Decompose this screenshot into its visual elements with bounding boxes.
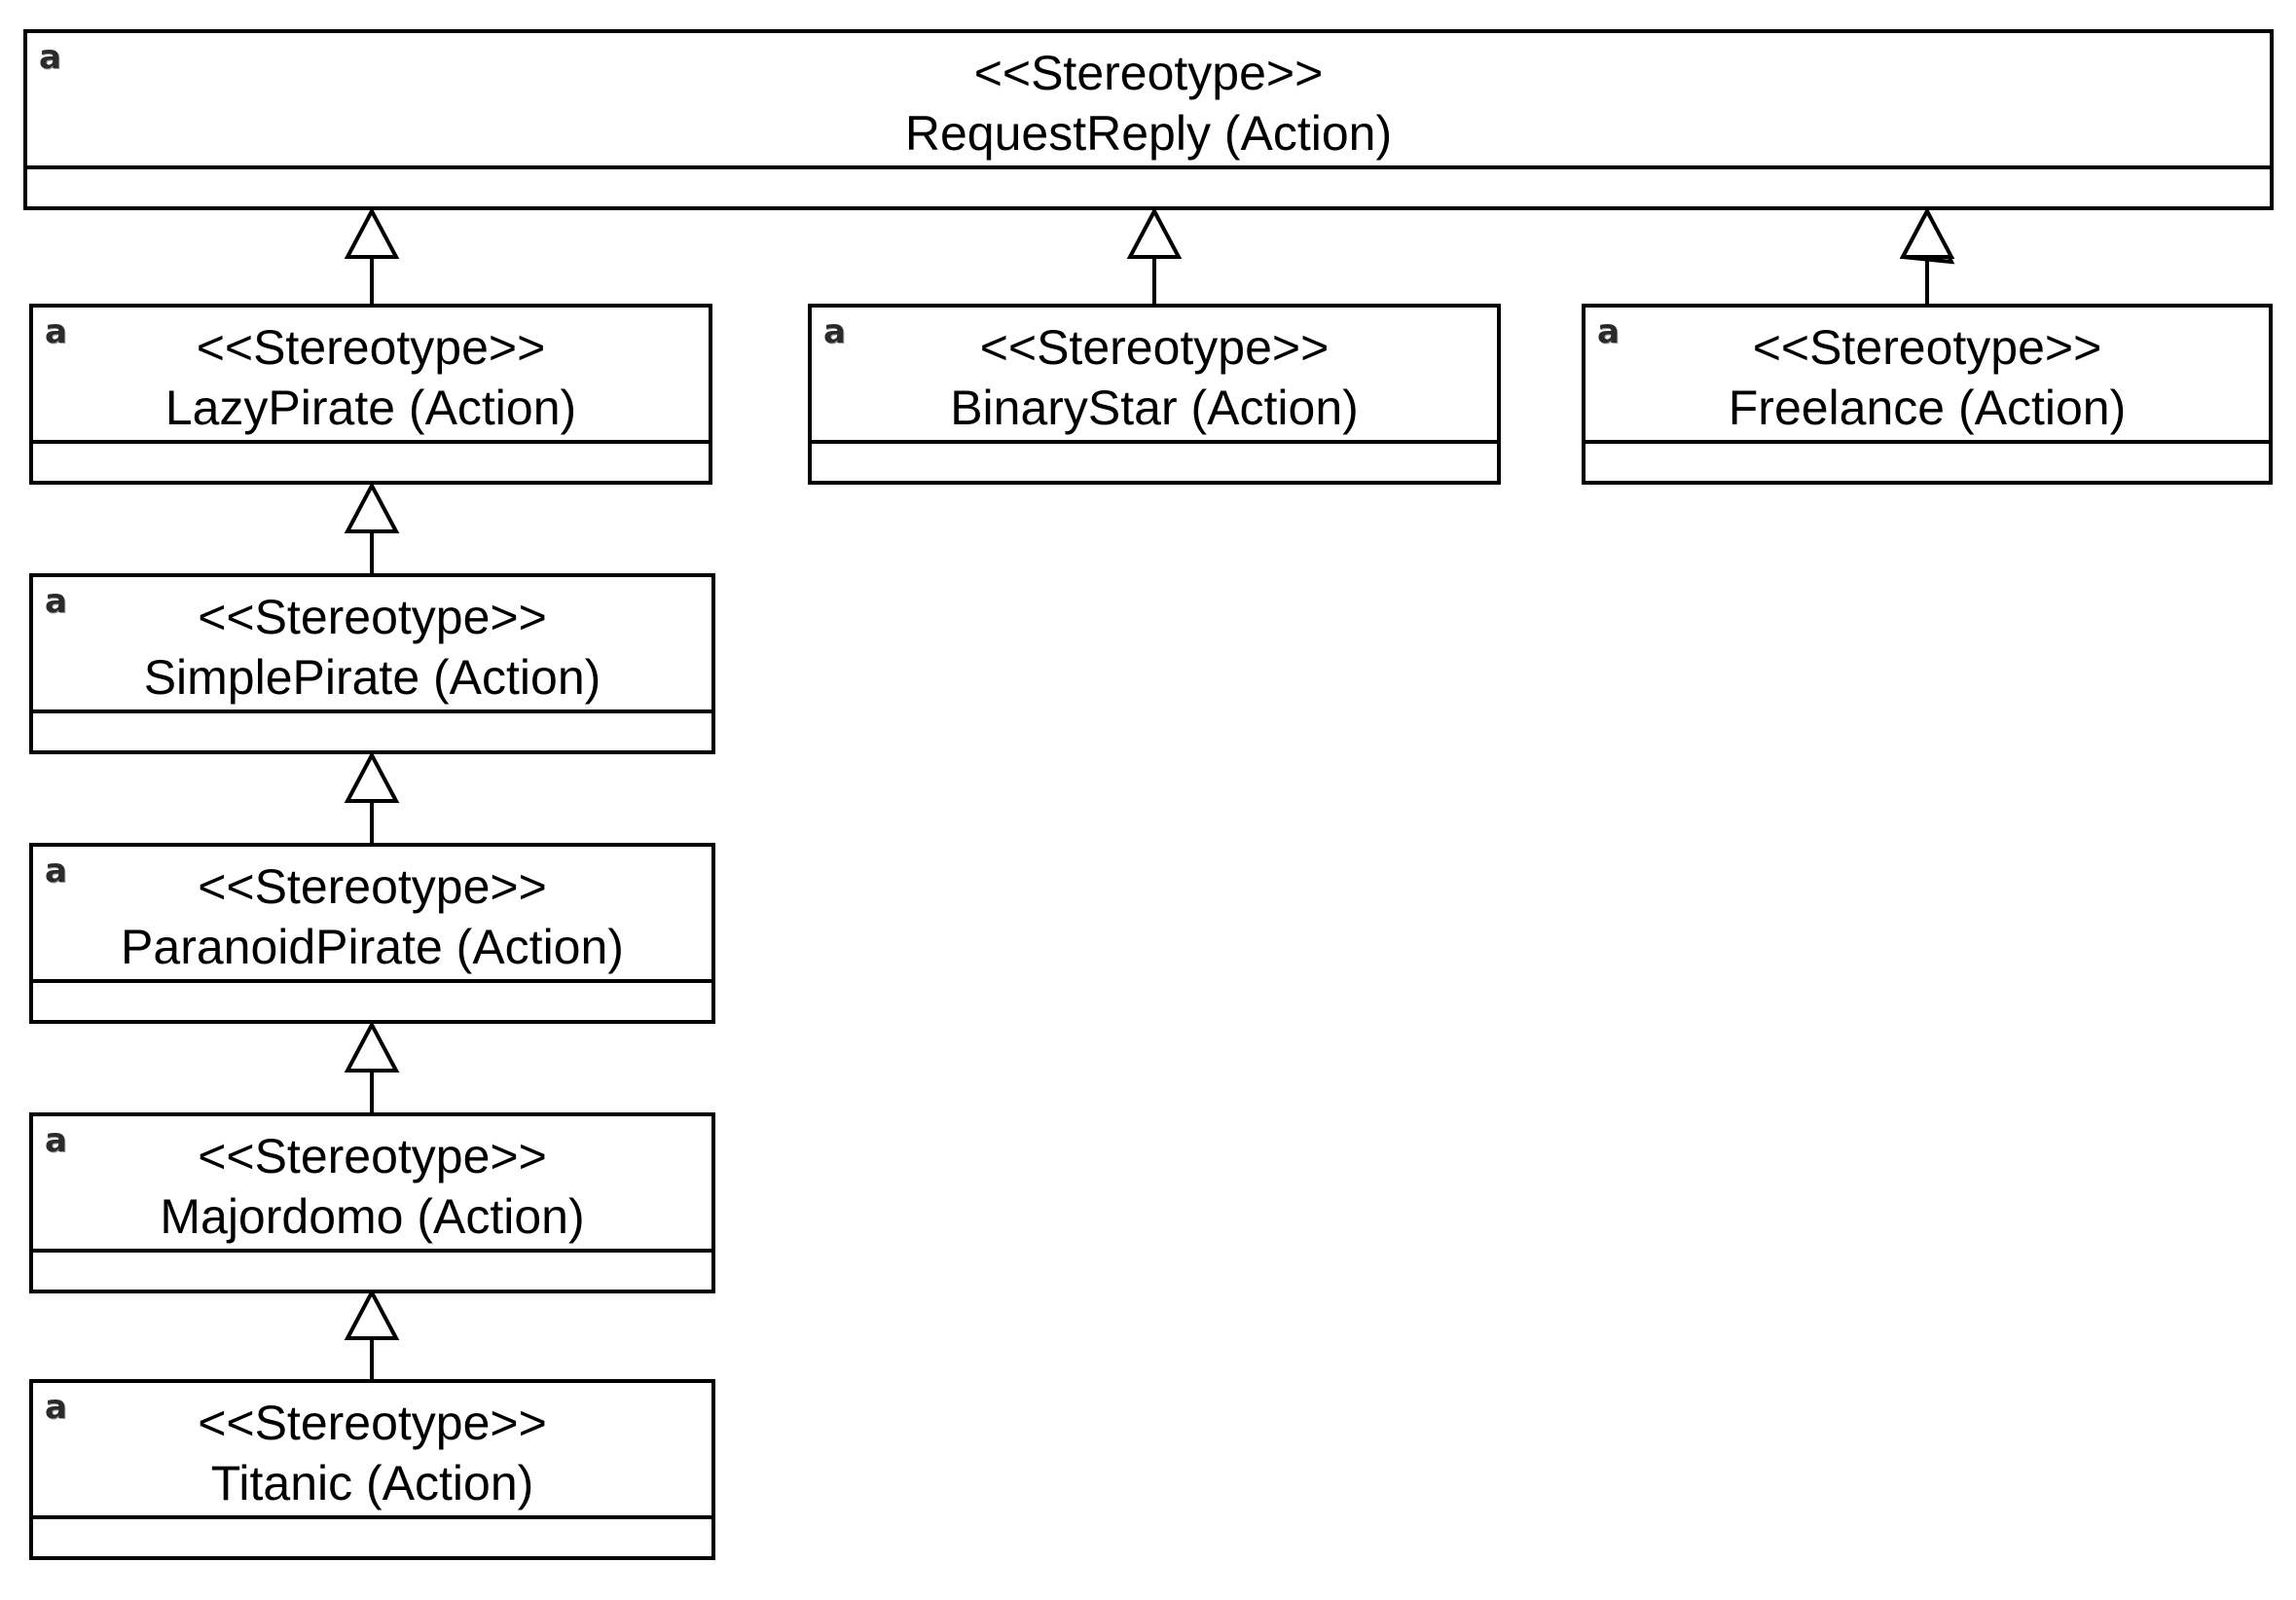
attributes-compartment [33,1519,711,1556]
class-box-simplepirate: a <<Stereotype>> SimplePirate (Action) [29,573,715,754]
class-name: Titanic (Action) [210,1456,534,1510]
generalization-arrow-majordomo-to-paranoidpirate [343,1022,401,1116]
class-box-titanic: a <<Stereotype>> Titanic (Action) [29,1379,715,1560]
generalization-arrow-simplepirate-to-lazypirate [343,483,401,577]
class-box-majordomo: a <<Stereotype>> Majordomo (Action) [29,1112,715,1293]
class-name: Freelance (Action) [1728,381,2127,435]
class-name: RequestReply (Action) [904,106,1393,161]
stereotype-label: <<Stereotype>> [979,320,1330,375]
class-name: ParanoidPirate (Action) [121,920,624,974]
class-a-icon: a [45,312,67,351]
stereotype-label: <<Stereotype>> [198,1396,547,1450]
class-a-icon: a [45,1388,67,1427]
attributes-compartment [812,444,1497,481]
title-compartment: a <<Stereotype>> SimplePirate (Action) [33,577,711,713]
attributes-compartment [1585,444,2269,481]
class-a-icon: a [39,38,61,77]
generalization-arrow-titanic-to-majordomo [343,1290,401,1383]
class-box-freelance: a <<Stereotype>> Freelance (Action) [1582,304,2273,485]
stereotype-label: <<Stereotype>> [198,1129,547,1183]
title-compartment: a <<Stereotype>> RequestReply (Action) [27,33,2270,169]
attributes-compartment [33,983,711,1020]
attributes-compartment [33,444,709,481]
class-a-icon: a [1597,312,1620,351]
class-box-requestreply: a <<Stereotype>> RequestReply (Action) [23,29,2274,210]
attributes-compartment [33,713,711,750]
title-compartment: a <<Stereotype>> LazyPirate (Action) [33,308,709,444]
class-box-paranoidpirate: a <<Stereotype>> ParanoidPirate (Action) [29,843,715,1024]
title-compartment: a <<Stereotype>> Freelance (Action) [1585,308,2269,444]
class-box-binarystar: a <<Stereotype>> BinaryStar (Action) [808,304,1501,485]
class-a-icon: a [45,582,67,621]
generalization-arrow-binarystar-to-requestreply [1125,208,1184,308]
class-name: Majordomo (Action) [160,1189,585,1244]
title-compartment: a <<Stereotype>> Titanic (Action) [33,1383,711,1519]
class-name: LazyPirate (Action) [164,381,577,435]
generalization-arrow-freelance-to-requestreply [1898,208,1956,308]
class-name: BinaryStar (Action) [950,381,1359,435]
title-compartment: a <<Stereotype>> Majordomo (Action) [33,1116,711,1253]
class-name: SimplePirate (Action) [143,650,601,705]
title-compartment: a <<Stereotype>> ParanoidPirate (Action) [33,847,711,983]
class-box-lazypirate: a <<Stereotype>> LazyPirate (Action) [29,304,712,485]
generalization-arrow-paranoidpirate-to-simplepirate [343,752,401,847]
stereotype-label: <<Stereotype>> [196,320,546,375]
class-a-icon: a [823,312,846,351]
attributes-compartment [33,1253,711,1290]
stereotype-label: <<Stereotype>> [1752,320,2102,375]
attributes-compartment [27,169,2270,206]
stereotype-label: <<Stereotype>> [198,590,547,644]
generalization-arrow-lazypirate-to-requestreply [343,208,401,308]
stereotype-label: <<Stereotype>> [973,46,1324,100]
stereotype-label: <<Stereotype>> [198,859,547,914]
title-compartment: a <<Stereotype>> BinaryStar (Action) [812,308,1497,444]
class-a-icon: a [45,852,67,891]
class-a-icon: a [45,1121,67,1160]
